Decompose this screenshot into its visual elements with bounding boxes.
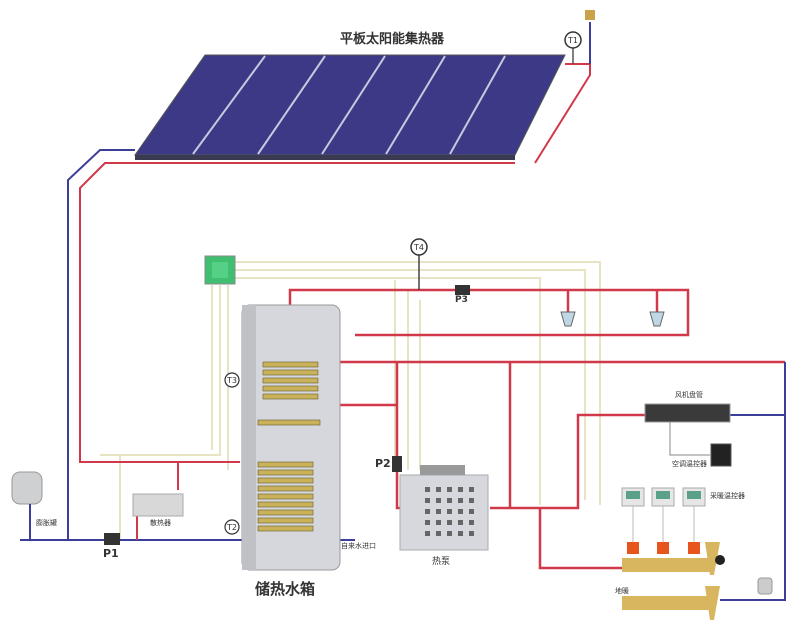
t4-sensor: [410, 238, 428, 256]
p2-label: P2: [375, 457, 391, 470]
heating-thermostat-label: 采暖温控器: [710, 492, 745, 500]
t3-label: T3: [227, 376, 237, 385]
shower-head-2: [649, 311, 665, 327]
heat-pump-loop: [340, 360, 785, 570]
solar-collector: [134, 54, 566, 160]
solar-controller: [204, 255, 236, 285]
t2-label: T2: [227, 523, 237, 532]
signal-wires: [100, 261, 601, 540]
water-inlet-label: 自来水进口: [341, 542, 376, 550]
radiator-pipes: [136, 462, 179, 540]
pump-p3: [455, 285, 470, 295]
t1-label: T1: [568, 36, 578, 45]
title-label: 平板太阳能集热器: [340, 32, 445, 47]
expansion-tank: [11, 471, 43, 540]
heat-pump-label: 热泵: [432, 557, 451, 567]
heat-pump: [399, 465, 489, 551]
fan-coil-label: 风机盘管: [675, 391, 703, 399]
small-expansion-tank: [757, 577, 773, 595]
upper-coil: [257, 361, 321, 426]
pump-p1: [104, 533, 120, 545]
expansion-tank-label: 膨胀罐: [36, 519, 57, 527]
fan-coil: [644, 403, 731, 456]
ac-thermostat-label: 空调温控器: [672, 460, 707, 468]
pump-p2: [392, 456, 402, 472]
solar-loop-pipes: [67, 22, 591, 540]
shower-head-1: [560, 311, 576, 327]
t1-sensor: [564, 31, 582, 49]
radiator: [132, 493, 184, 517]
t2-sensor: [224, 519, 240, 535]
tank-label: 储热水箱: [255, 580, 316, 598]
hot-water-loop: [288, 288, 690, 337]
lower-coil: [257, 461, 314, 532]
t4-label: T4: [414, 243, 424, 252]
radiator-label: 散热器: [150, 519, 171, 527]
p1-label: P1: [103, 547, 119, 560]
floor-heating-label: 地暖: [615, 587, 629, 595]
p3-label: P3: [455, 295, 468, 305]
storage-tank: [241, 304, 341, 571]
t3-sensor: [224, 372, 240, 388]
ac-thermostat: [710, 443, 732, 467]
cold-return-pipes: [20, 362, 786, 601]
air-vent-icon: [585, 10, 595, 20]
floor-heating-manifold: [622, 542, 725, 620]
heating-thermostats: [621, 487, 706, 542]
